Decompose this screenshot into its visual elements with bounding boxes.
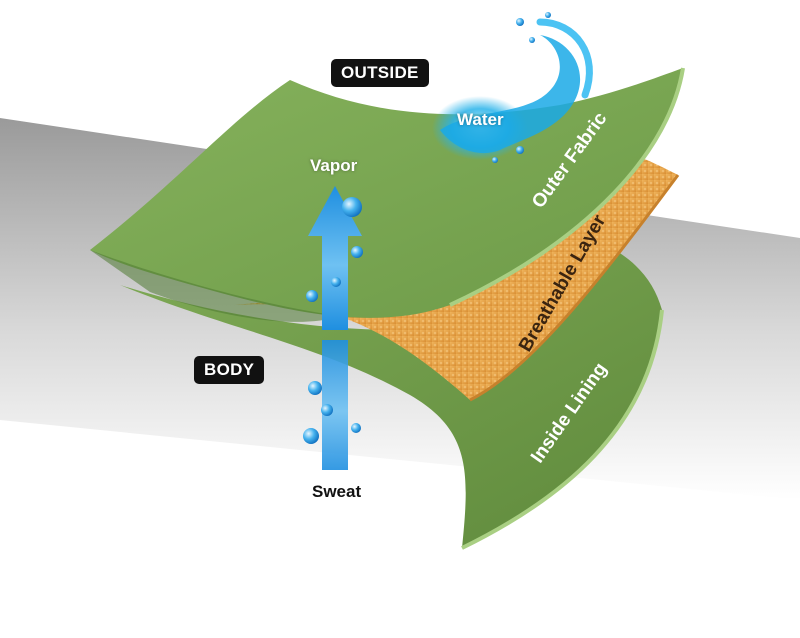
water-splash-curl — [536, 18, 593, 99]
vapor-droplet — [342, 197, 362, 217]
outside-badge: OUTSIDE — [331, 59, 429, 87]
inside-lining-edge — [461, 309, 664, 550]
body-badge: BODY — [194, 356, 265, 384]
vapor-droplet — [331, 277, 341, 287]
sweat-droplet — [321, 404, 333, 416]
water-droplet — [492, 157, 498, 163]
sweat-droplet — [351, 423, 361, 433]
water-splash-icon — [440, 35, 581, 154]
sweat-label: Sweat — [312, 482, 362, 501]
water-droplet — [529, 37, 535, 43]
outer-fabric-shadow — [90, 250, 340, 322]
vapor-label: Vapor — [310, 156, 358, 175]
outer-fabric-edge — [449, 67, 685, 307]
sweat-droplet — [303, 428, 319, 444]
breathable-layer-edge — [469, 174, 680, 402]
water-droplet — [545, 12, 551, 18]
water-label: Water — [457, 110, 504, 129]
vapor-arrow-icon — [308, 186, 362, 330]
water-droplet — [516, 18, 524, 26]
water-droplet — [516, 146, 524, 154]
sweat-droplet — [308, 381, 322, 395]
vapor-droplet — [351, 246, 363, 258]
vapor-droplet — [306, 290, 318, 302]
